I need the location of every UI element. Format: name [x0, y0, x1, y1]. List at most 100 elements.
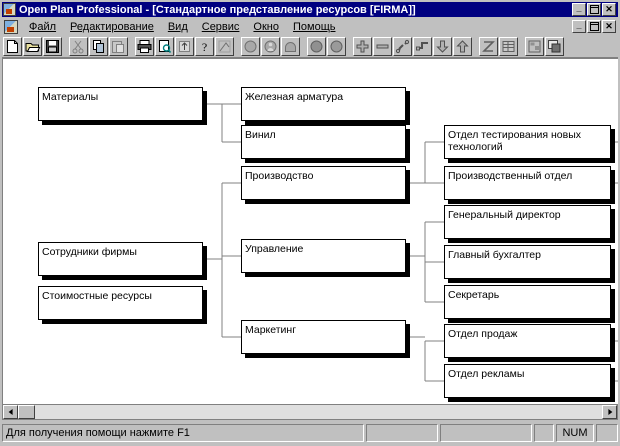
help-icon[interactable]: ? — [195, 36, 214, 56]
add-icon[interactable] — [353, 36, 372, 56]
scrollbar-thumb[interactable] — [18, 405, 35, 419]
app-icon — [3, 3, 16, 16]
resource-shape-icon[interactable] — [281, 36, 300, 56]
open-icon[interactable] — [23, 36, 42, 56]
chevron-right-icon — [607, 409, 612, 415]
diagram-node-proizvodstvennyy-otdel[interactable]: Производственный отдел — [444, 166, 611, 200]
diagram-node-zheleznaya-armatura[interactable]: Железная арматура — [241, 87, 406, 121]
menu-item-window[interactable]: Окно — [246, 20, 286, 34]
horizontal-scrollbar[interactable] — [2, 404, 618, 420]
diagram-node-marketing[interactable]: Маркетинг — [241, 320, 406, 354]
diagram-node-otdel-reklamy[interactable]: Отдел рекламы — [444, 364, 611, 398]
diagram-node-label: Отдел продаж — [448, 328, 518, 340]
diagram-node-label: Управление — [245, 243, 304, 255]
resource-person-icon[interactable] — [261, 36, 280, 56]
status-panel-3 — [534, 424, 554, 442]
mdi-restore-button[interactable] — [587, 20, 601, 33]
menu-item-view[interactable]: Вид — [161, 20, 195, 34]
menu-item-help-label: Помощь — [292, 20, 336, 33]
new-icon[interactable] — [3, 36, 22, 56]
diagram-node-label: Отдел рекламы — [448, 368, 525, 380]
toolbar: ? — [2, 35, 618, 58]
menu-item-edit[interactable]: Редактирование — [63, 20, 161, 34]
diagram-node-otdel-prodazh[interactable]: Отдел продаж — [444, 324, 611, 358]
minimize-icon: _ — [576, 3, 582, 13]
mdi-minimize-icon: _ — [576, 20, 582, 30]
diagram-node-label: Главный бухгалтер — [448, 249, 541, 261]
resource-circle-icon[interactable] — [241, 36, 260, 56]
diagram-node-sekretar[interactable]: Секретарь — [444, 285, 611, 319]
save-icon[interactable] — [43, 36, 62, 56]
menu-item-edit-label: Редактирование — [70, 20, 154, 33]
diagram-node-label: Генеральный директор — [448, 209, 561, 221]
toolbar-separator-7 — [518, 37, 524, 56]
mdi-restore-icon — [588, 21, 600, 32]
step-icon[interactable] — [413, 36, 432, 56]
minimize-button[interactable]: _ — [572, 3, 586, 16]
diagram-node-label: Производство — [245, 170, 314, 182]
document-icon[interactable] — [4, 19, 18, 34]
menu-item-window-label: Окно — [253, 20, 279, 33]
menu-item-service[interactable]: Сервис — [195, 20, 247, 34]
copy-icon[interactable] — [89, 36, 108, 56]
menu-item-help[interactable]: Помощь — [286, 20, 343, 34]
menu-item-file[interactable]: Файл — [22, 20, 63, 34]
toolbar-separator-3 — [234, 37, 240, 56]
diagram-node-label: Железная арматура — [245, 91, 344, 103]
toolbar-separator-5 — [346, 37, 352, 56]
svg-text:?: ? — [202, 40, 207, 54]
diagram-node-upravlenie[interactable]: Управление — [241, 239, 406, 273]
status-resize-grip — [596, 424, 618, 442]
close-button[interactable]: ✕ — [602, 3, 616, 16]
diagram-node-label: Сотрудники фирмы — [42, 246, 137, 258]
diagram-node-glavnyy-buhgalter[interactable]: Главный бухгалтер — [444, 245, 611, 279]
menu-bar: Файл Редактирование Вид Сервис Окно Помо… — [2, 18, 618, 35]
diagram-node-sotrudniki-firmy[interactable]: Сотрудники фирмы — [38, 242, 203, 276]
context-help-icon[interactable] — [215, 36, 234, 56]
diagram-node-vinil[interactable]: Винил — [241, 125, 406, 159]
diagram-node-label: Маркетинг — [245, 324, 297, 336]
toolbar-separator-4 — [300, 37, 306, 56]
print-preview-icon[interactable] — [155, 36, 174, 56]
filled-circle-alt-icon[interactable] — [327, 36, 346, 56]
move-up-icon[interactable] — [453, 36, 472, 56]
close-icon: ✕ — [605, 4, 613, 14]
restore-button[interactable] — [587, 3, 601, 16]
print-icon[interactable] — [135, 36, 154, 56]
layout-icon[interactable] — [525, 36, 544, 56]
scroll-left-button[interactable] — [3, 405, 18, 419]
diagram-node-label: Секретарь — [448, 289, 500, 301]
diagram-node-otdel-testirovaniya[interactable]: Отдел тестирования новых технологий — [444, 125, 611, 159]
zoom-fit-icon[interactable] — [479, 36, 498, 56]
move-down-icon[interactable] — [433, 36, 452, 56]
diagram-node-proizvodstvo[interactable]: Производство — [241, 166, 406, 200]
remove-icon[interactable] — [373, 36, 392, 56]
diagram-node-label: Стоимостные ресурсы — [42, 290, 152, 302]
restore-icon — [588, 4, 600, 15]
menu-item-file-label: Файл — [29, 20, 57, 33]
toolbar-separator-2 — [128, 37, 134, 56]
mdi-window-controls: _ ✕ — [572, 20, 616, 33]
cascade-icon[interactable] — [545, 36, 564, 56]
sort-icon[interactable] — [175, 36, 194, 56]
diagram-node-label: Производственный отдел — [448, 170, 573, 182]
link-icon[interactable] — [393, 36, 412, 56]
menu-items: Файл Редактирование Вид Сервис Окно Помо… — [22, 20, 572, 34]
cut-icon[interactable] — [69, 36, 88, 56]
filled-circle-icon[interactable] — [307, 36, 326, 56]
diagram-canvas[interactable]: Материалы Сотрудники фирмы Стоимостные р… — [2, 58, 618, 404]
mdi-close-icon: ✕ — [605, 21, 613, 31]
paste-icon[interactable] — [109, 36, 128, 56]
mdi-close-button[interactable]: ✕ — [602, 20, 616, 33]
diagram-node-generalnyy-direktor[interactable]: Генеральный директор — [444, 205, 611, 239]
diagram-node-materialy[interactable]: Материалы — [38, 87, 203, 121]
grid-view-icon[interactable] — [499, 36, 518, 56]
status-bar: Для получения помощи нажмите F1 NUM — [2, 424, 618, 442]
scrollbar-track[interactable] — [18, 405, 602, 419]
diagram-node-stoimostnye-resursy[interactable]: Стоимостные ресурсы — [38, 286, 203, 320]
menu-item-service-label: Сервис — [201, 20, 240, 33]
scroll-right-button[interactable] — [602, 405, 617, 419]
status-panel-1 — [366, 424, 438, 442]
mdi-minimize-button[interactable]: _ — [572, 20, 586, 33]
